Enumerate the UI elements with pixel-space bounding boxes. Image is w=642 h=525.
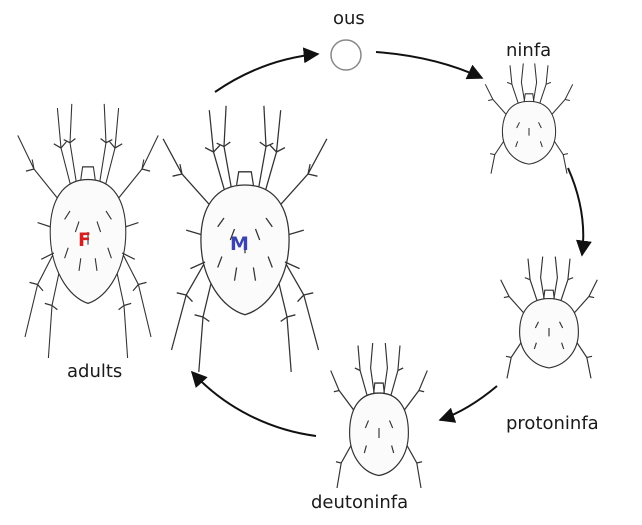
larva-mite bbox=[485, 63, 572, 173]
female-marker: F bbox=[78, 229, 91, 251]
deutonymph-label: deutoninfa bbox=[311, 492, 408, 513]
protonymph-mite bbox=[501, 257, 598, 379]
arrow-protonymph-to-deutonymph bbox=[440, 386, 497, 420]
male-marker: M bbox=[230, 233, 249, 255]
arrow-larva-to-protonymph bbox=[568, 168, 583, 255]
deutonymph-mite bbox=[331, 343, 428, 488]
adults-label: adults bbox=[67, 361, 122, 382]
arrow-adults-to-egg bbox=[215, 54, 318, 92]
arrow-deutonymph-to-adults bbox=[192, 372, 316, 436]
egg-label: ous bbox=[333, 8, 365, 29]
protonymph-label: protoninfa bbox=[506, 413, 599, 434]
larva-label: ninfa bbox=[506, 40, 551, 61]
arrow-egg-to-larva bbox=[376, 52, 482, 78]
egg-circle bbox=[331, 40, 361, 70]
